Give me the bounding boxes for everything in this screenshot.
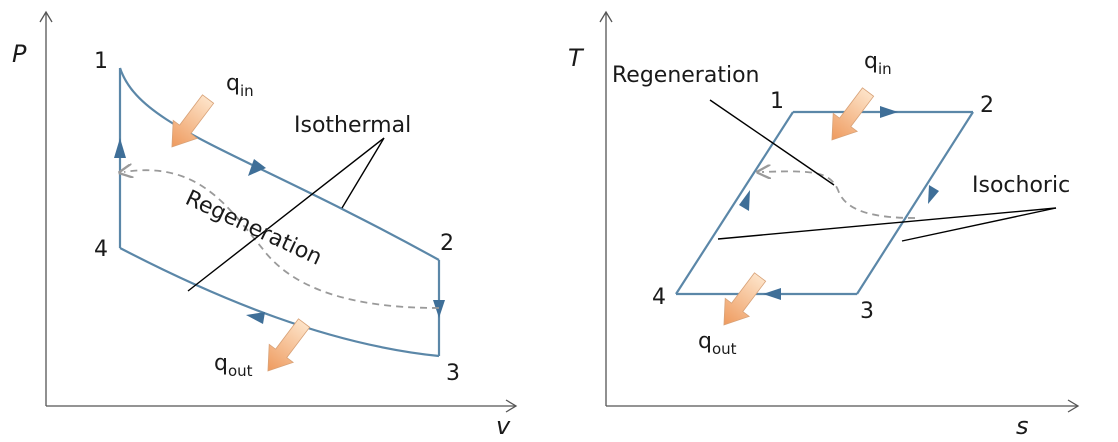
ts-q-in-arrow [831, 87, 875, 141]
pv-arrow-2-3 [433, 300, 445, 318]
ts-q-in-label: qin [864, 49, 892, 78]
pv-arrow-1-2 [248, 159, 266, 176]
pv-point-1: 1 [94, 49, 108, 74]
pv-q-in-label: qin [226, 71, 254, 100]
ts-isochore-left [675, 111, 794, 295]
ts-arrow-3-4 [763, 288, 781, 300]
pv-x-axis-label: v [496, 412, 511, 437]
ts-q-out-arrow [723, 272, 767, 326]
ts-y-axis-label: T [568, 44, 585, 72]
ts-isochoric-label: Isochoric [972, 173, 1070, 198]
pv-q-in-arrow [171, 94, 215, 148]
ts-q-out-label: qout [698, 329, 737, 358]
pv-regeneration-path [124, 170, 440, 309]
pv-point-2: 2 [440, 231, 454, 256]
pv-point-3: 3 [446, 361, 460, 386]
ts-regeneration-label: Regeneration [612, 63, 759, 88]
pv-q-out-label: qout [214, 351, 253, 380]
ts-axes [599, 10, 1080, 413]
pv-diagram: P v 1 2 3 4 Isothermal Regeneration qin [12, 10, 518, 440]
ts-direction-arrows [739, 106, 939, 300]
ts-x-axis-label: s [1016, 412, 1029, 437]
ts-arrow-4-1 [739, 190, 750, 211]
pv-arrow-3-4 [246, 312, 265, 324]
pv-cycle [118, 67, 441, 358]
pv-direction-arrows [114, 138, 445, 324]
pv-leaders [187, 137, 385, 292]
pv-isotherm-cold [119, 247, 440, 358]
pv-axes [39, 10, 518, 413]
ts-point-2: 2 [980, 93, 994, 118]
ts-leaders [709, 99, 1057, 242]
pv-isotherm-hot [118, 67, 440, 261]
ts-diagram: T s 1 2 3 4 Regeneration Isochoric qin [568, 10, 1080, 440]
ts-point-4: 4 [652, 285, 666, 310]
pv-y-axis-label: P [12, 40, 27, 68]
ts-point-1: 1 [770, 89, 784, 114]
ts-point-3: 3 [860, 299, 874, 324]
pv-regeneration-label: Regeneration [181, 186, 325, 271]
pv-arrow-4-1 [114, 138, 126, 158]
ts-arrow-1-2 [880, 106, 898, 118]
pv-isothermal-label: Isothermal [294, 113, 411, 138]
pv-point-4: 4 [94, 237, 108, 262]
pv-q-out-arrow [267, 318, 311, 372]
ts-arrow-2-3 [928, 185, 939, 204]
ts-regeneration-path [762, 171, 916, 219]
ts-isochore-right [856, 111, 974, 295]
